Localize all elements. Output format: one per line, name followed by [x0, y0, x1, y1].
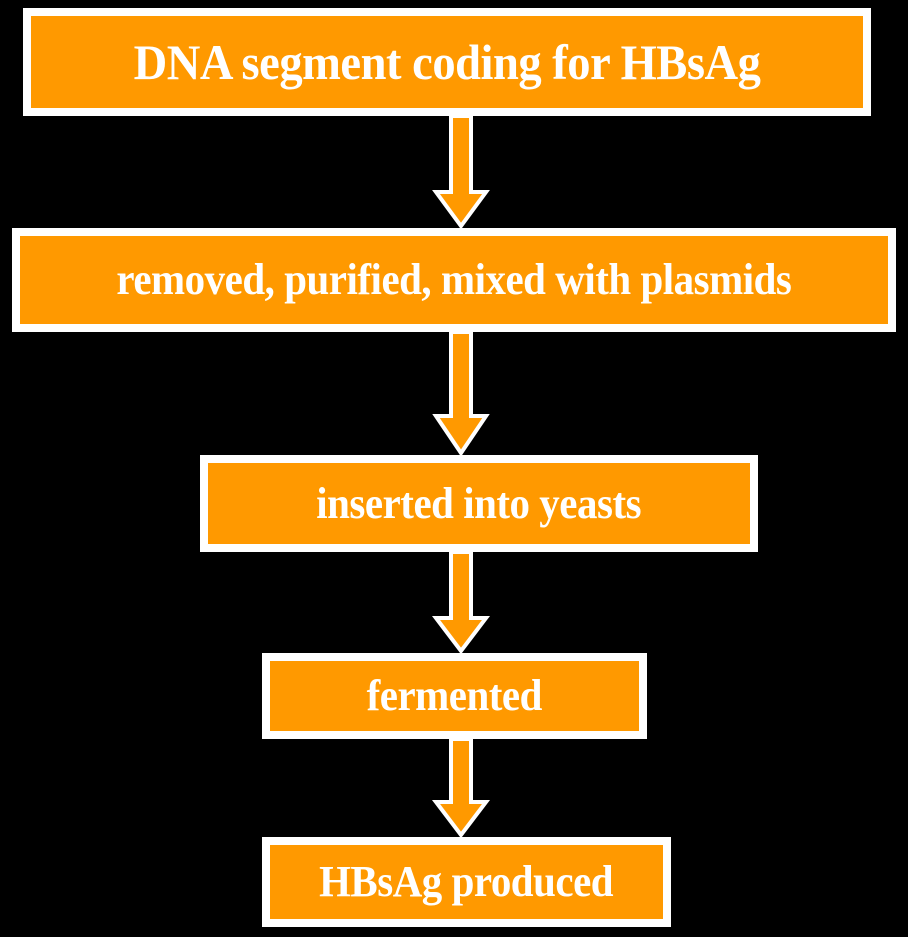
arrow-down-icon — [431, 739, 491, 839]
flow-arrow-4 — [430, 739, 492, 839]
arrow-down-icon — [432, 332, 490, 457]
flow-arrow-1 — [430, 116, 492, 230]
flow-arrow-2 — [430, 332, 492, 457]
flow-node-removed-purified[interactable]: removed, purified, mixed with plasmids — [12, 228, 896, 332]
flow-node-label: removed, purified, mixed with plasmids — [116, 255, 792, 304]
flow-node-inserted-into-yeasts[interactable]: inserted into yeasts — [200, 455, 758, 552]
flow-node-label: inserted into yeasts — [316, 478, 642, 528]
arrow-down-icon — [431, 552, 491, 655]
flow-arrow-3 — [430, 552, 492, 655]
flow-node-hbsag-produced[interactable]: HBsAg produced — [262, 837, 671, 927]
flow-node-label: HBsAg produced — [319, 857, 614, 906]
flow-node-dna-segment[interactable]: DNA segment coding for HBsAg — [23, 8, 871, 116]
flow-node-fermented[interactable]: fermented — [262, 653, 647, 739]
flow-node-label: fermented — [366, 671, 543, 720]
arrow-down-icon — [432, 116, 490, 230]
flow-node-label: DNA segment coding for HBsAg — [133, 34, 761, 90]
